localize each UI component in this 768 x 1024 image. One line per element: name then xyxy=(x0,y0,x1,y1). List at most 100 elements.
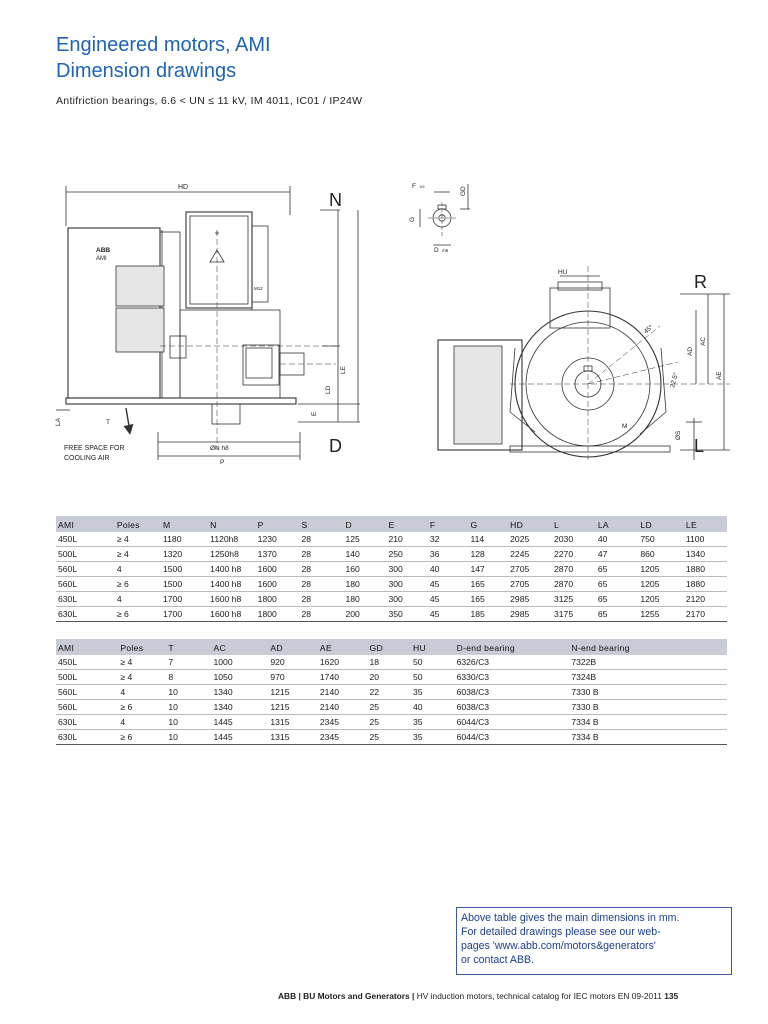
table-cell: 7334 B xyxy=(569,729,727,745)
label-s: ØS xyxy=(675,430,682,440)
label-ac: AC xyxy=(700,337,707,346)
table-cell: 450L xyxy=(56,532,115,547)
table-cell: 40 xyxy=(427,561,469,577)
table-cell: 180 xyxy=(343,576,387,592)
table-cell: 1255 xyxy=(638,606,684,622)
table-cell: 1250h8 xyxy=(208,546,256,562)
table-cell: 2870 xyxy=(552,561,596,577)
table-cell: 180 xyxy=(343,591,387,607)
footer-text: HV induction motors, technical catalog f… xyxy=(414,991,662,1001)
table-cell: 7 xyxy=(166,655,212,670)
table-cell: 1600 h8 xyxy=(208,591,256,607)
table-cell: 2120 xyxy=(683,591,727,607)
table-cell: ≥ 6 xyxy=(114,576,161,592)
table-cell: 28 xyxy=(299,561,344,577)
free-space-line1: FREE SPACE FOR xyxy=(64,445,125,452)
table-cell: 28 xyxy=(299,576,344,592)
label-e: E xyxy=(311,411,318,416)
table-cell: 1700 xyxy=(161,591,209,607)
label-angle-22: 22.5° xyxy=(668,371,680,388)
table-cell: 1620 xyxy=(317,655,368,670)
table-cell: 300 xyxy=(386,561,428,577)
column-header: AD xyxy=(268,639,318,655)
label-angle-45: 45° xyxy=(642,323,655,336)
label-f-tol: h9 xyxy=(420,184,425,189)
table-cell: 1000 xyxy=(211,655,269,670)
table-cell: 2345 xyxy=(317,714,368,730)
table-cell: 1050 xyxy=(211,669,269,685)
note-line: or contact ABB. xyxy=(461,954,535,966)
drawing-brand: ABB xyxy=(96,247,110,254)
table-cell: 860 xyxy=(638,546,684,562)
table-cell: 300 xyxy=(386,591,428,607)
table-cell: 65 xyxy=(595,591,639,607)
table-cell: 1500 xyxy=(161,561,209,577)
table-cell: 2140 xyxy=(317,684,368,700)
label-r-side: R xyxy=(694,272,707,292)
dimension-drawing: HD N D ABB AMI M12 LD LE E LA T ØN h8 P … xyxy=(55,183,730,466)
table-cell: 45 xyxy=(427,591,469,607)
table-cell: 35 xyxy=(411,714,455,730)
table-cell: 4 xyxy=(118,714,167,730)
column-header: E xyxy=(386,516,428,532)
table-cell: 4 xyxy=(118,684,167,700)
table-cell: 7334 B xyxy=(569,714,727,730)
table-cell: 28 xyxy=(299,532,344,547)
table-cell: 2170 xyxy=(683,606,727,622)
table-cell: 1320 xyxy=(161,546,209,562)
table-cell: 3125 xyxy=(552,591,596,607)
table-cell: 18 xyxy=(367,655,412,670)
table-cell: 560L xyxy=(56,561,115,577)
table-cell: 7330 B xyxy=(569,684,727,700)
table-cell: 2030 xyxy=(552,532,596,547)
table-cell: 1880 xyxy=(683,576,727,592)
label-la: LA xyxy=(55,417,62,426)
table-cell: 1230 xyxy=(255,532,300,547)
table-cell: 25 xyxy=(367,729,412,745)
label-hu: HU xyxy=(558,269,568,276)
spec-line: Antifriction bearings, 6.6 < UN ≤ 11 kV,… xyxy=(56,95,363,107)
table-cell: 7330 B xyxy=(569,699,727,715)
table-cell: 47 xyxy=(595,546,639,562)
table-cell: 2705 xyxy=(508,576,552,592)
table-cell: 1205 xyxy=(638,591,684,607)
table-cell: 300 xyxy=(386,576,428,592)
table-cell: 1180 xyxy=(161,532,209,547)
table-cell: 630L xyxy=(56,729,119,745)
table-cell: 10 xyxy=(166,729,212,745)
table-cell: 1315 xyxy=(268,729,318,745)
note-line: pages 'www.abb.com/motors&generators' xyxy=(461,940,656,952)
table-cell: 920 xyxy=(268,655,318,670)
column-header: AC xyxy=(211,639,269,655)
table-cell: 160 xyxy=(343,561,387,577)
table-cell: 1800 xyxy=(255,591,300,607)
column-header: Poles xyxy=(114,516,161,532)
table-cell: 35 xyxy=(411,684,455,700)
label-n-end: N xyxy=(329,190,342,210)
table-cell: 2245 xyxy=(508,546,552,562)
table-cell: 6330/C3 xyxy=(454,669,570,685)
note-line: For detailed drawings please see our web… xyxy=(461,926,661,938)
table-cell: 65 xyxy=(595,606,639,622)
table-cell: ≥ 6 xyxy=(118,699,167,715)
table-cell: 2025 xyxy=(508,532,552,547)
table-cell: 1370 xyxy=(255,546,300,562)
table-cell: 560L xyxy=(56,684,119,700)
page-number: 135 xyxy=(664,991,679,1001)
table-cell: 22 xyxy=(367,684,412,700)
table-cell: 1205 xyxy=(638,561,684,577)
table-cell: 6326/C3 xyxy=(454,655,570,670)
column-header: D-end bearing xyxy=(454,639,570,655)
table-cell: 970 xyxy=(268,669,318,685)
table-cell: 28 xyxy=(299,606,344,622)
table-cell: 500L xyxy=(56,546,115,562)
label-d-tol: m6 xyxy=(442,248,449,253)
table-cell: 125 xyxy=(343,532,387,547)
